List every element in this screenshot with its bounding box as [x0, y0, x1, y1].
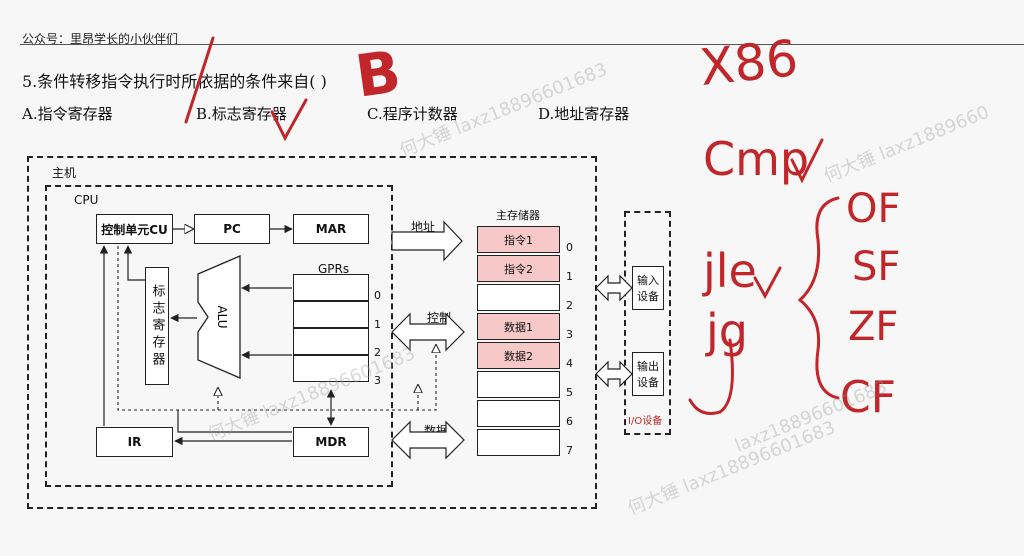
option-c: C.程序计数器: [367, 105, 458, 123]
control-bus-arrow: [391, 312, 465, 352]
gpr-3: [293, 355, 369, 382]
memory-cell-4: 数据2: [477, 342, 560, 369]
memory-addr-5: 5: [566, 386, 573, 399]
question-text: 5.条件转移指令执行时所依据的条件来自( ): [22, 72, 327, 91]
control-unit-box: 控制单元CU: [96, 214, 173, 244]
memory-cell-2: [477, 284, 560, 311]
memory-cell-5: [477, 371, 560, 398]
memory-cell-3: 数据1: [477, 313, 560, 340]
handwritten-cmp: Cmp: [703, 132, 810, 186]
handwritten-flag-cf: CF: [840, 372, 897, 423]
flags-register-box: 标志寄存器: [145, 267, 169, 385]
option-b: B.标志寄存器: [196, 105, 287, 123]
input-io-arrow: [595, 274, 633, 302]
handwritten-check-jle: [753, 266, 782, 300]
handwritten-check-cmp: [790, 138, 824, 184]
gpr-2: [293, 328, 369, 355]
data-bus-arrow: [391, 420, 465, 460]
option-d: D.地址寄存器: [538, 105, 630, 123]
handwritten-arch: X86: [697, 29, 801, 97]
memory-addr-3: 3: [566, 328, 573, 341]
memory-addr-6: 6: [566, 415, 573, 428]
handwritten-jg: jg: [706, 304, 748, 358]
memory-addr-2: 2: [566, 299, 573, 312]
memory-cell-6: [477, 400, 560, 427]
cpu-label: CPU: [74, 193, 99, 207]
handwritten-flag-sf: SF: [852, 244, 901, 290]
pc-box: PC: [194, 214, 270, 244]
gpr-index-0: 0: [374, 289, 381, 302]
handwritten-slash: [184, 36, 215, 124]
handwritten-flag-zf: ZF: [848, 304, 899, 350]
io-box: [624, 211, 671, 435]
control-bus-label: 控制: [427, 311, 452, 325]
memory-addr-7: 7: [566, 444, 573, 457]
output-io-arrow: [595, 360, 633, 388]
gpr-1: [293, 301, 369, 328]
gpr-index-3: 3: [374, 374, 381, 387]
gpr-index-2: 2: [374, 346, 381, 359]
host-box: [27, 156, 597, 509]
handwritten-answer: B: [351, 37, 405, 111]
account-header: 公众号：里昂学长的小伙伴们: [22, 32, 179, 46]
option-a: A.指令寄存器: [22, 105, 113, 123]
alu-shape: [197, 255, 241, 379]
handwritten-jle: jle: [703, 244, 757, 298]
host-label: 主机: [52, 166, 77, 180]
address-bus-arrow: [391, 220, 463, 262]
memory-cell-7: [477, 429, 560, 456]
cpu-box: [45, 185, 393, 487]
mar-box: MAR: [293, 214, 369, 244]
gpr-0: [293, 274, 369, 301]
memory-title: 主存储器: [496, 209, 540, 222]
memory-cell-1: 指令2: [477, 255, 560, 282]
input-device-box: 输入设备: [632, 266, 664, 310]
mdr-box: MDR: [293, 427, 369, 457]
address-bus-label: 地址: [411, 220, 436, 234]
memory-addr-0: 0: [566, 241, 573, 254]
memory-cell-0: 指令1: [477, 226, 560, 253]
handwritten-hook: [688, 338, 734, 415]
header-rule: [20, 44, 1024, 45]
ir-box: IR: [96, 427, 173, 457]
alu-label: ALU: [215, 305, 229, 328]
gpr-index-1: 1: [374, 318, 381, 331]
handwritten-flag-of: OF: [846, 186, 901, 232]
io-label: I/O设备: [628, 416, 663, 427]
gprs-label: GPRs: [318, 262, 350, 276]
handwritten-check-b: [270, 98, 308, 142]
memory-addr-1: 1: [566, 270, 573, 283]
memory-addr-4: 4: [566, 357, 573, 370]
handwritten-brace: [797, 196, 840, 400]
